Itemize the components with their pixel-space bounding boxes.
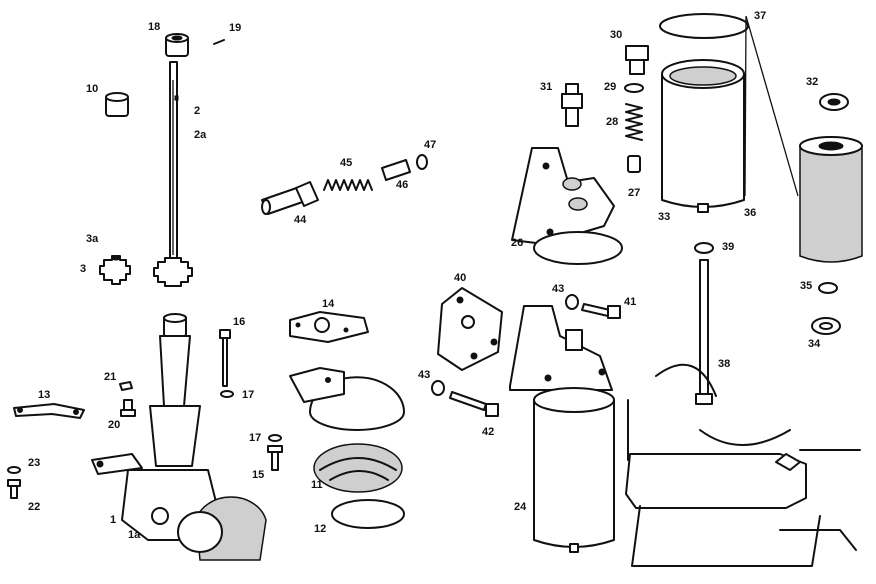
callout-17-lower: 17: [249, 432, 262, 444]
part-46-plunger: [381, 159, 411, 181]
part-16-bolt: [219, 329, 231, 387]
part-36-leader-line: [744, 15, 799, 197]
part-24-filter-assembly: [509, 305, 615, 553]
callout-46: 46: [396, 179, 409, 191]
callout-43-upper: 43: [552, 283, 565, 295]
callout-42: 42: [482, 426, 495, 438]
callout-18: 18: [148, 21, 161, 33]
callout-33: 33: [658, 211, 671, 223]
part-38-centre-bolt: [695, 259, 713, 405]
callout-29: 29: [604, 81, 617, 93]
part-39-washer: [694, 242, 714, 254]
callout-22: 22: [28, 501, 41, 513]
callout-16: 16: [233, 316, 246, 328]
callout-3a: 3a: [86, 233, 99, 245]
part-33-filter-bowl: [661, 59, 745, 213]
callout-1a: 1a: [128, 529, 141, 541]
part-11-gauze: [313, 443, 403, 493]
callout-32: 32: [806, 76, 819, 88]
callout-24: 24: [514, 501, 527, 513]
part-13-bracket: [13, 403, 85, 419]
part-2-drive-shaft: [169, 61, 179, 263]
callout-20: 20: [108, 419, 121, 431]
part-44-valve-body: [261, 181, 319, 215]
part-47-washer: [416, 154, 428, 170]
part-2a-shaft-gear: [153, 257, 193, 287]
callout-43-lower: 43: [418, 369, 431, 381]
part-30-plug: [625, 45, 649, 75]
part-31-union: [561, 83, 583, 127]
callout-40: 40: [454, 272, 467, 284]
part-40-gasket: [437, 287, 503, 371]
part-36-filter-element: [799, 136, 863, 263]
callout-10: 10: [86, 83, 99, 95]
part-3-gear: [99, 255, 131, 285]
callout-37: 37: [754, 10, 767, 22]
callout-27: 27: [628, 187, 641, 199]
part-28-spring: [625, 103, 643, 141]
part-20-bolt: [120, 399, 136, 417]
callout-17-upper: 17: [242, 389, 255, 401]
callout-44: 44: [294, 214, 307, 226]
callout-45: 45: [340, 157, 353, 169]
callout-39: 39: [722, 241, 735, 253]
part-12-circlip: [331, 499, 405, 529]
callout-2a: 2a: [194, 129, 207, 141]
part-27-valve: [627, 155, 641, 173]
part-19-pin: [213, 39, 225, 45]
callout-41: 41: [624, 296, 637, 308]
callout-36: 36: [744, 207, 757, 219]
part-23-washer: [7, 466, 21, 474]
callout-28: 28: [606, 116, 619, 128]
callout-30: 30: [610, 29, 623, 41]
part-18-bush: [165, 33, 189, 57]
callout-31: 31: [540, 81, 553, 93]
part-35-washer: [818, 282, 838, 294]
engine-sump-outline: [625, 363, 861, 567]
part-1-pump-body: [91, 313, 267, 561]
callout-35: 35: [800, 280, 813, 292]
part-17-washer: [220, 390, 282, 442]
part-43-washer: [431, 294, 579, 396]
callout-38: 38: [718, 358, 731, 370]
callout-15: 15: [252, 469, 265, 481]
part-22-bolt: [7, 479, 21, 499]
part-34-seal: [811, 317, 841, 335]
part-21-washer: [119, 381, 133, 391]
part-32-bush: [819, 93, 849, 111]
callout-12: 12: [314, 523, 327, 535]
callout-13: 13: [38, 389, 51, 401]
part-41-bolt: [581, 303, 621, 319]
callout-21: 21: [104, 371, 117, 383]
part-45-spring: [323, 179, 373, 191]
part-42-bolt: [449, 391, 499, 417]
part-29-washer: [624, 83, 644, 93]
part-strainer-cover: [289, 367, 405, 431]
callout-1: 1: [110, 514, 117, 526]
callout-34: 34: [808, 338, 821, 350]
part-10-bush: [105, 92, 129, 117]
part-15-bolt: [267, 445, 283, 471]
callout-19: 19: [229, 22, 242, 34]
callout-14: 14: [322, 298, 335, 310]
callout-47: 47: [424, 139, 437, 151]
part-26-filter-head: [511, 147, 623, 265]
callout-23: 23: [28, 457, 41, 469]
part-37-seal-ring: [659, 13, 749, 39]
part-14-gasket: [289, 311, 369, 343]
callout-2: 2: [194, 105, 201, 117]
callout-11: 11: [311, 479, 323, 491]
callout-26: 26: [511, 237, 524, 249]
callout-3: 3: [80, 263, 87, 275]
